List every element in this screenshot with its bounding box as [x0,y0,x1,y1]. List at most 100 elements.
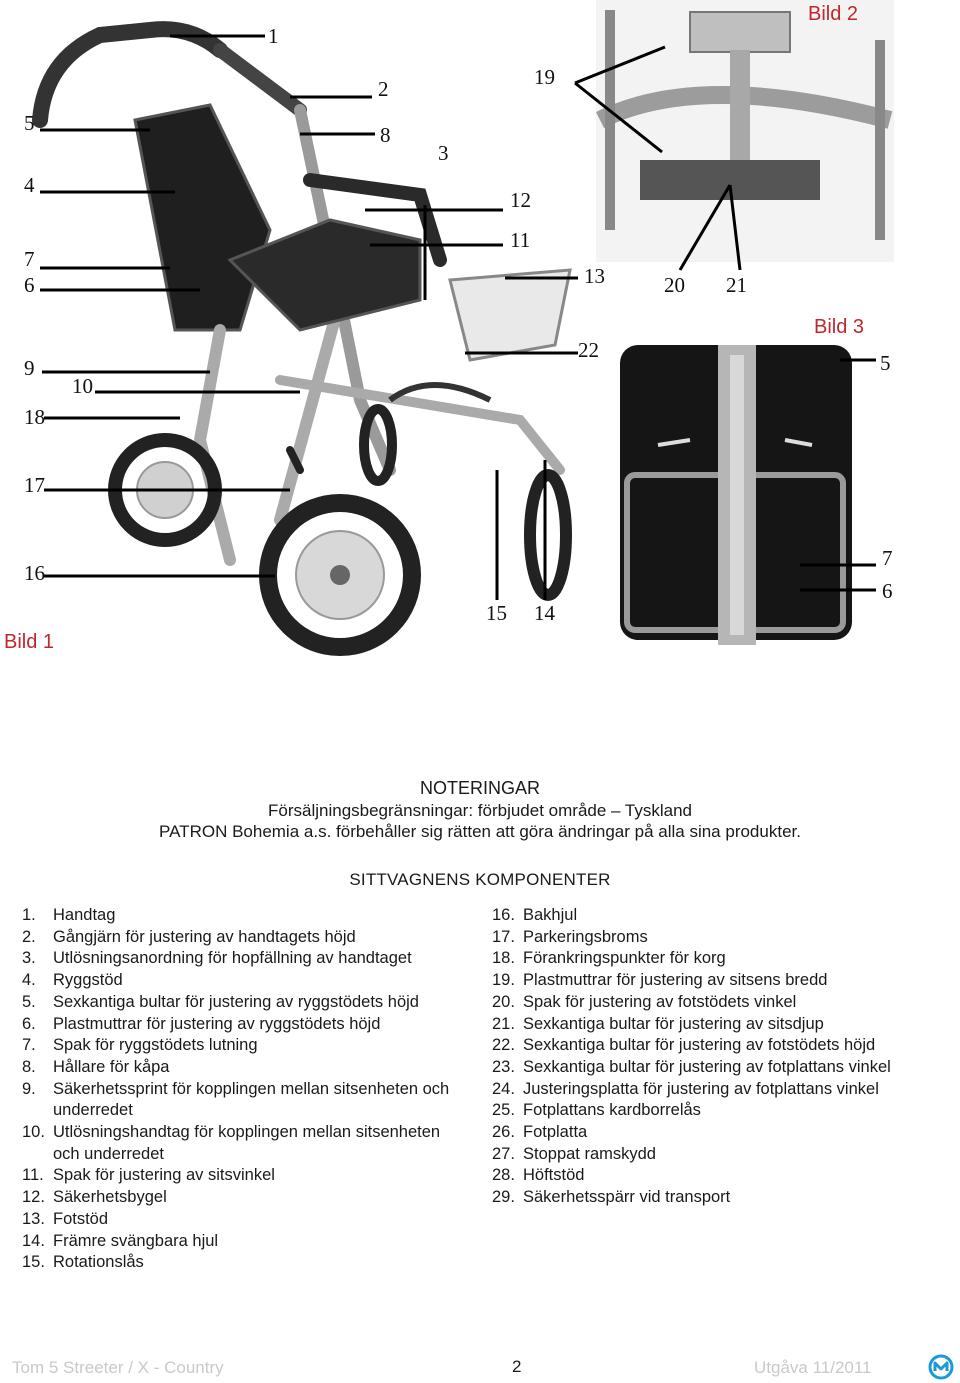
list-item-text: Sexkantiga bultar för justering av sitsd… [523,1014,824,1033]
list-item-number: 6. [22,1014,36,1033]
callout-21: 21 [726,273,747,297]
list-item-number: 13. [22,1209,45,1228]
callout-13: 13 [584,264,605,288]
list-item-number: 23. [492,1057,515,1076]
list-item-text: Fotplattans kardborrelås [523,1101,701,1120]
list-item-text: Utlösningsanordning för hopfällning av h… [53,949,412,968]
list-item-number: 16. [492,906,515,924]
bild-1-label: Bild 1 [4,631,54,653]
list-item-text: Höftstöd [523,1166,585,1185]
callout-1: 1 [268,24,279,48]
list-item: 4. Ryggstöd [22,970,467,992]
list-item-text: Sexkantiga bultar för justering av ryggs… [53,992,419,1011]
list-item-text: Justeringsplatta för justering av fotpla… [523,1079,879,1098]
list-item-text: Gångjärn för justering av handtagets höj… [53,927,356,946]
list-item-text: Fotplatta [523,1123,588,1142]
callout-8: 8 [380,123,391,147]
bild3-photo [620,345,876,645]
bild2-photo [574,0,894,271]
list-item-text: Plastmuttrar för justering av ryggstödet… [53,1014,381,1033]
list-item-text: Rotationslås [53,1253,144,1272]
callout-18: 18 [24,405,45,429]
list-item-text: Fotstöd [53,1209,109,1228]
list-item-text: Främre svängbara hjul [53,1231,219,1250]
list-item: 6. Plastmuttrar för justering av ryggstöd… [22,1014,467,1036]
bild1-stroller-photo [32,21,572,656]
list-item-number: 18. [492,949,515,968]
list-item: 20.Spak för justering av fotstödets vink… [492,992,932,1014]
bild-3-label: Bild 3 [814,316,864,338]
list-item-number: 3. [22,949,36,968]
list-item: 13. Fotstöd [22,1209,467,1231]
list-item-number: 26. [492,1123,515,1142]
list-item-number: 17. [492,927,515,946]
list-item: 19. Plastmuttrar för justering av sitsens… [492,970,932,992]
list-item-number: 11. [22,1166,44,1185]
list-item-number: 14. [22,1231,45,1250]
callout-22: 22 [578,338,599,362]
list-item-text: Ryggstöd [53,971,123,990]
product-figure: 1 2 8 3 5 4 7 6 9 10 18 17 16 12 11 13 2… [4,0,894,656]
callout-16: 16 [24,561,45,585]
list-item: 7.Spak för ryggstödets lutning [22,1035,467,1057]
list-item: 8. Hållare för kåpa [22,1057,467,1079]
callout-15: 15 [486,601,507,625]
callout-17: 17 [24,473,45,497]
list-item: 14. Främre svängbara hjul [22,1231,467,1253]
notes-line-2: PATRON Bohemia a.s. förbehåller sig rätt… [159,822,801,841]
list-item-number: 12. [22,1188,45,1207]
list-item-text: Sexkantiga bultar för justering av fotst… [523,1036,876,1055]
list-item-number: 20. [492,992,515,1011]
list-item: 15.Rotationslås [22,1252,467,1274]
list-item-text: Bakhjul [523,906,578,924]
footer-edition: Utgåva 11/2011 [754,1358,872,1377]
list-item-number: 29. [492,1188,515,1207]
list-item-text: Hållare för kåpa [53,1057,170,1076]
callout-4: 4 [24,173,35,197]
callout-9: 9 [24,356,35,380]
list-item-text: Plastmuttrar för justering av sitsens br… [523,971,828,990]
list-item-number: 24. [492,1079,515,1098]
list-item-text: Säkerhetsspärr vid transport [523,1188,731,1207]
bild1-leader-lines [40,34,578,600]
list-item: 16. Bakhjul [492,905,932,927]
callout-19: 19 [534,65,555,89]
list-item-text: Handtag [53,906,116,924]
list-item: 22. Sexkantiga bultar för justering av fo… [492,1035,932,1057]
notes-line-1: Försäljningsbegränsningar: förbjudet omr… [268,801,692,820]
list-item: 11.Spak för justering av sitsvinkel [22,1165,467,1187]
list-item-number: 28. [492,1166,515,1185]
list-item: 26. Fotplatta [492,1122,932,1144]
list-item-number: 1. [22,906,36,924]
list-item-text: Spak för ryggstödets lutning [53,1036,258,1055]
list-item-number: 22. [492,1036,515,1055]
list-item-text: Stoppat ramskydd [523,1144,656,1163]
list-item: 5. Sexkantiga bultar för justering av ryg… [22,992,467,1014]
list-item-text: Förankringspunkter för korg [523,949,726,968]
footer-page-number: 2 [512,1357,522,1376]
callout-bild3-6: 6 [882,579,893,603]
brand-logo-icon [928,1354,954,1380]
list-item-text: Utlösningshandtag för kopplingen mellan … [53,1123,441,1163]
list-item-number: 4. [22,971,36,990]
list-item: 25.Fotplattans kardborrelås [492,1100,932,1122]
callout-numbers: 1 2 8 3 5 4 7 6 9 10 18 17 16 12 11 13 2… [24,24,893,625]
callout-6: 6 [24,273,35,297]
list-item-number: 19. [492,971,515,990]
callout-2: 2 [378,77,389,101]
components-list-left: 1. Handtag 2. Gångjärn för justering av han… [22,905,467,1274]
list-item-number: 5. [22,992,36,1011]
callout-3: 3 [438,141,449,165]
list-item: 2. Gångjärn för justering av handtagets h… [22,927,467,949]
list-item-number: 10. [22,1123,45,1142]
list-item-number: 8. [22,1057,36,1076]
callout-14: 14 [534,601,556,625]
callout-11: 11 [510,228,530,252]
list-item: 28. Höftstöd [492,1165,932,1187]
list-item-number: 9. [22,1079,36,1098]
list-item-number: 2. [22,927,36,946]
list-item: 17.Parkeringsbroms [492,927,932,949]
list-item: 3. Utlösningsanordning för hopfällning av… [22,948,467,970]
list-item-number: 21. [492,1014,515,1033]
